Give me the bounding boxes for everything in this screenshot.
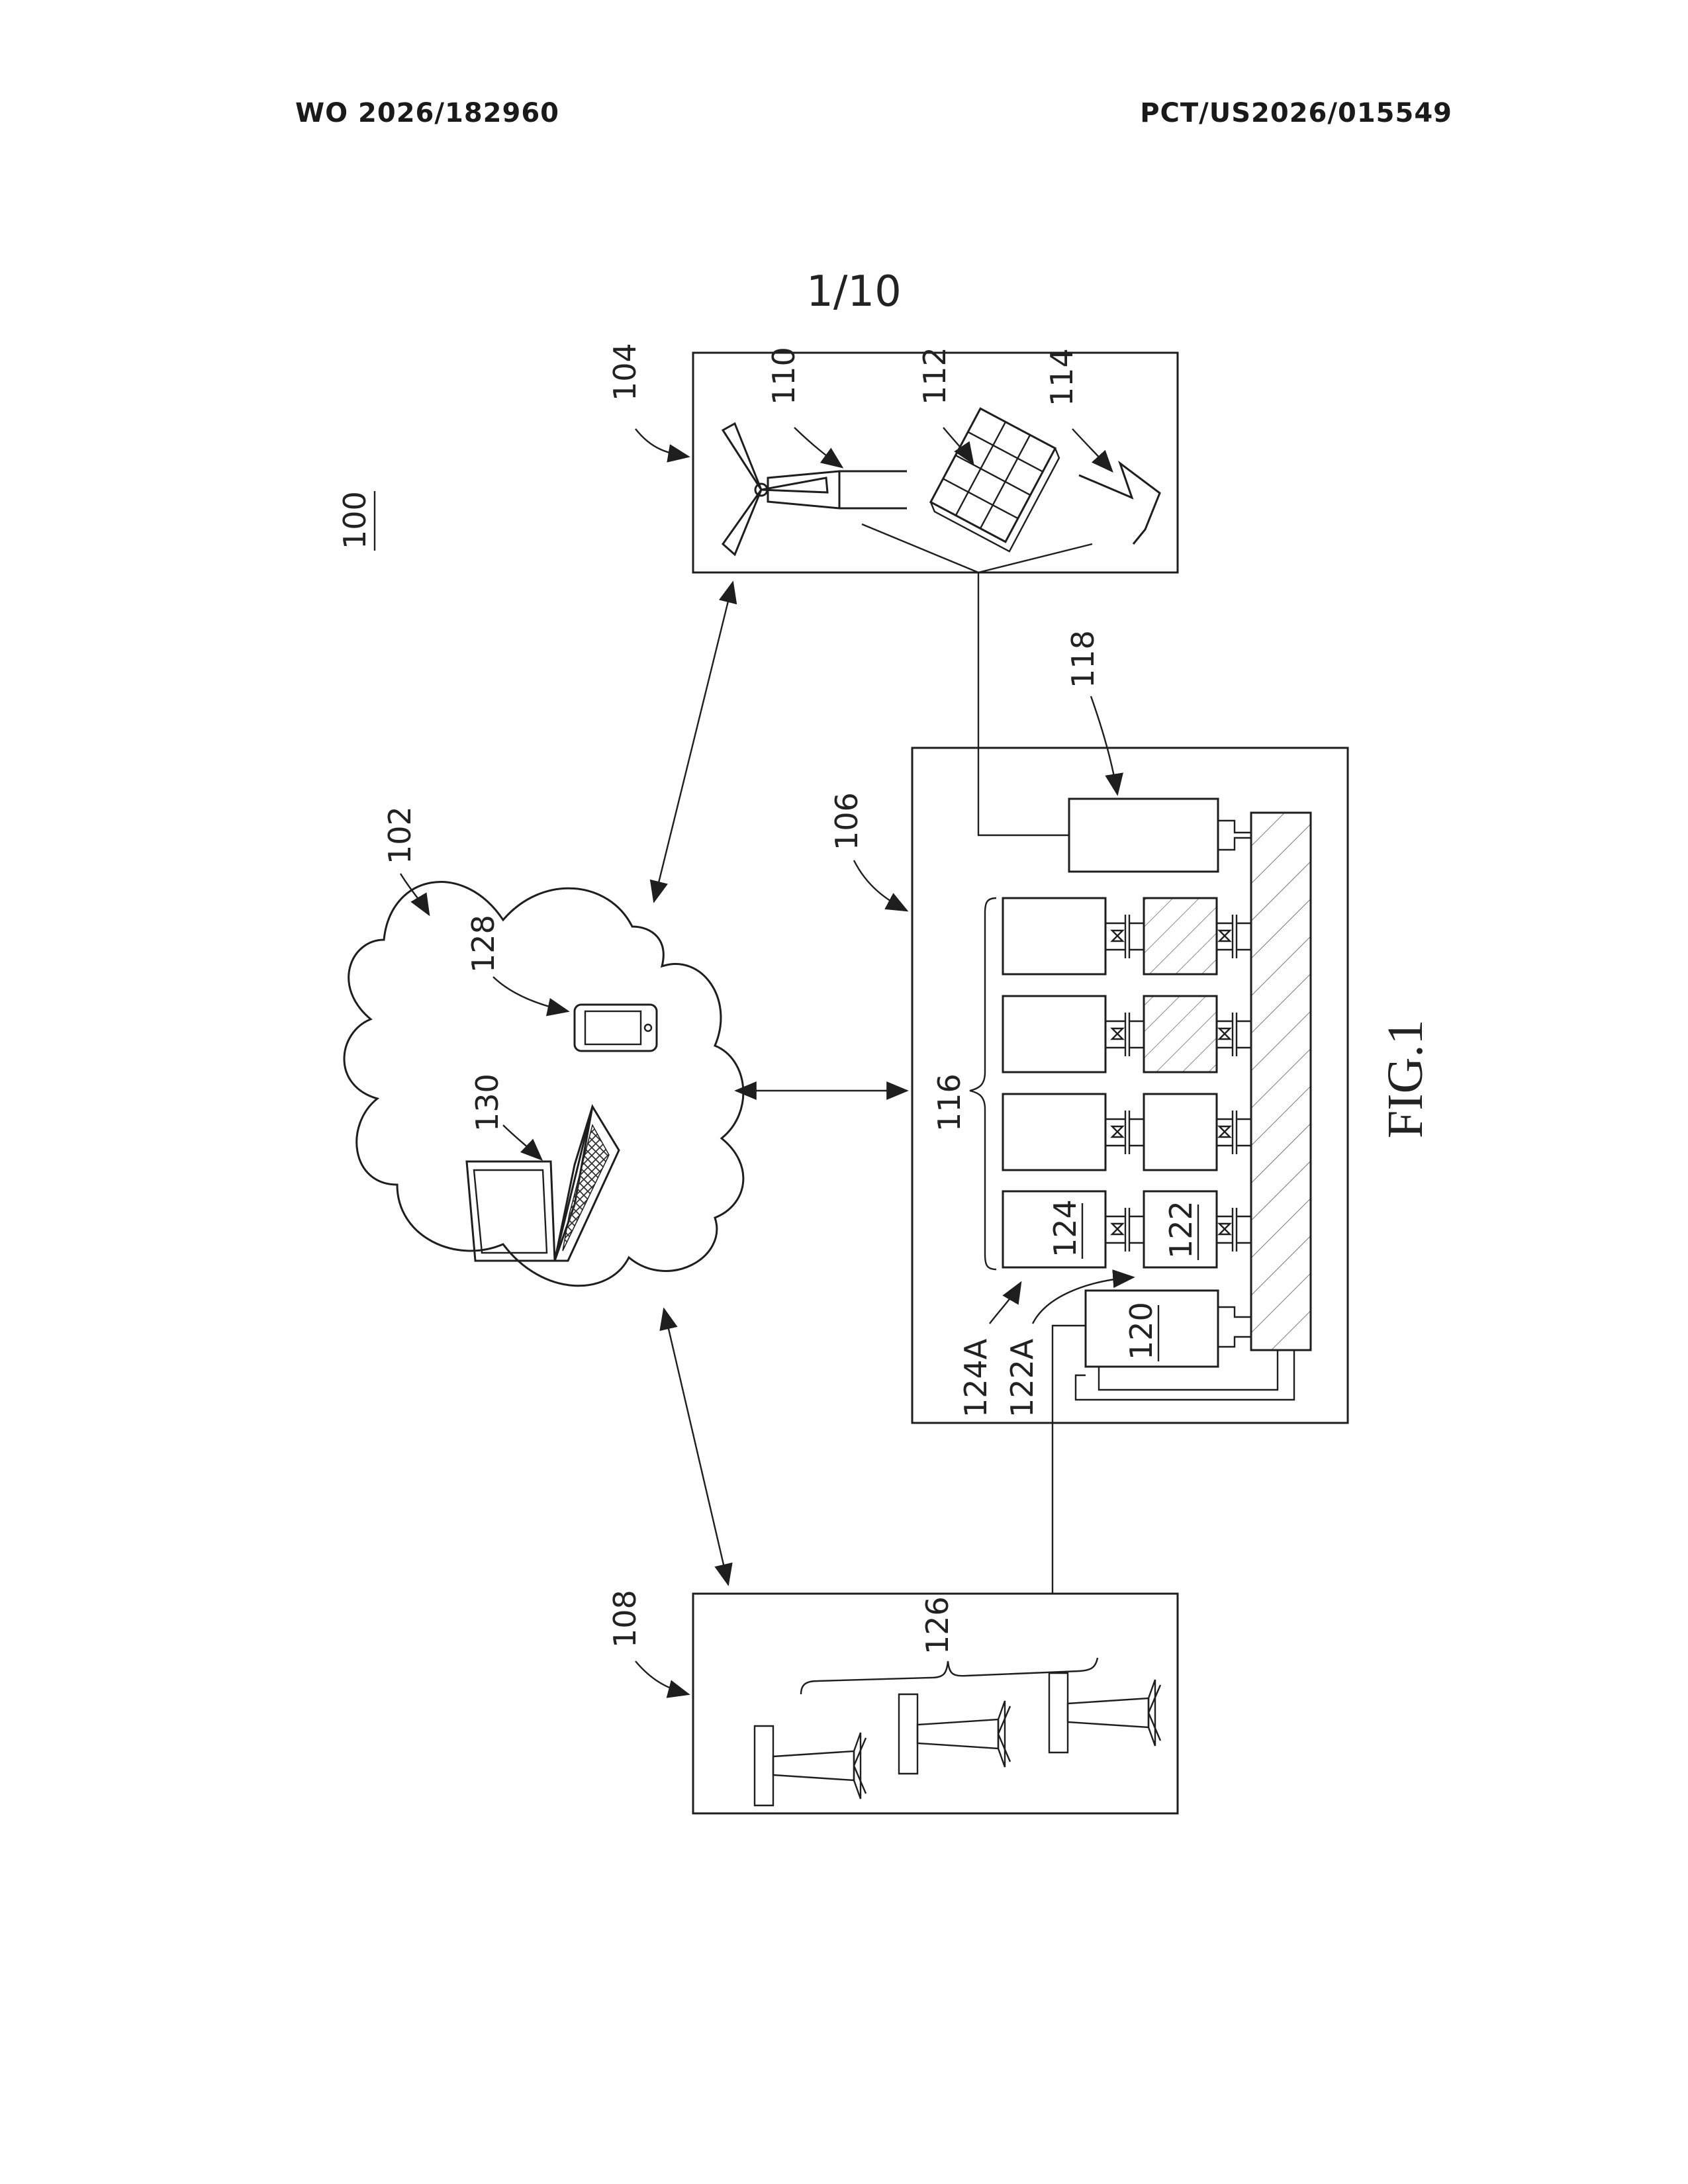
module-connector-label: 122A (1004, 1338, 1040, 1418)
cell-connector-label: 124A (958, 1338, 994, 1418)
cell (1003, 1094, 1105, 1170)
renewable-site-label: 104 (607, 343, 643, 401)
laptop-label: 130 (469, 1073, 505, 1132)
figure-title: FIG.1 (1378, 1020, 1433, 1138)
module (1144, 1094, 1217, 1170)
cell (1003, 898, 1105, 974)
module-label: 122 (1163, 1201, 1199, 1259)
battery-array-label: 116 (931, 1073, 967, 1132)
transmission-towers-label: 126 (919, 1596, 955, 1655)
link-network-grid (664, 1309, 728, 1584)
system-reference: 100 (337, 491, 375, 551)
system-label: 100 (337, 491, 373, 549)
controller-label: 120 (1123, 1302, 1159, 1360)
link-network-renewable (654, 582, 733, 901)
cell-label: 124 (1047, 1199, 1083, 1257)
cell (1003, 996, 1105, 1072)
grid-label: 108 (607, 1590, 643, 1648)
module (1144, 996, 1217, 1072)
grid-box: 108 126 (607, 1590, 1178, 1813)
renewable-site-box: 104 110 112 114 (607, 343, 1178, 574)
other-source-label: 114 (1044, 348, 1080, 406)
converter-label: 118 (1065, 630, 1101, 688)
mobile-device-label: 128 (465, 915, 501, 973)
bus-bar (1251, 813, 1311, 1350)
wind-turbine-label: 110 (766, 347, 802, 405)
storage-facility-box: 124 122 120 106 118 116 124A 122A (829, 574, 1348, 1594)
network-label: 102 (382, 806, 418, 864)
sheet-number: 1/10 (806, 267, 902, 316)
network-cloud: 102 128 130 (344, 806, 743, 1286)
storage-facility-label: 106 (829, 792, 865, 850)
converter-box (1069, 799, 1218, 872)
solar-panel-label: 112 (917, 347, 953, 405)
